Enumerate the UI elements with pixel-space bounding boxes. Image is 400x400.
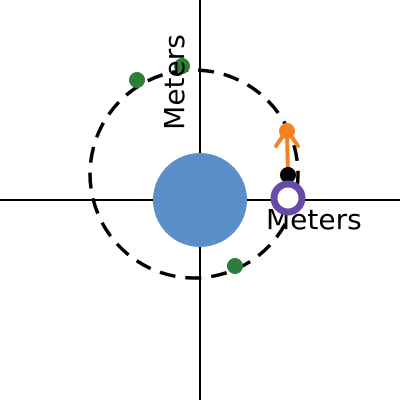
- central-body: [153, 153, 247, 247]
- orbit-marker-upper-right: [174, 58, 190, 74]
- orbit-marker-lower: [227, 258, 243, 274]
- orbit-marker-upper-left: [129, 72, 145, 88]
- orbit-path: [88, 68, 300, 280]
- probe-ring-marker: [270, 180, 306, 216]
- velocity-vector-tip: [279, 123, 295, 139]
- probe-anchor-point: [280, 167, 296, 183]
- y-axis-label: Meters: [158, 34, 191, 130]
- velocity-vector: [285, 133, 290, 173]
